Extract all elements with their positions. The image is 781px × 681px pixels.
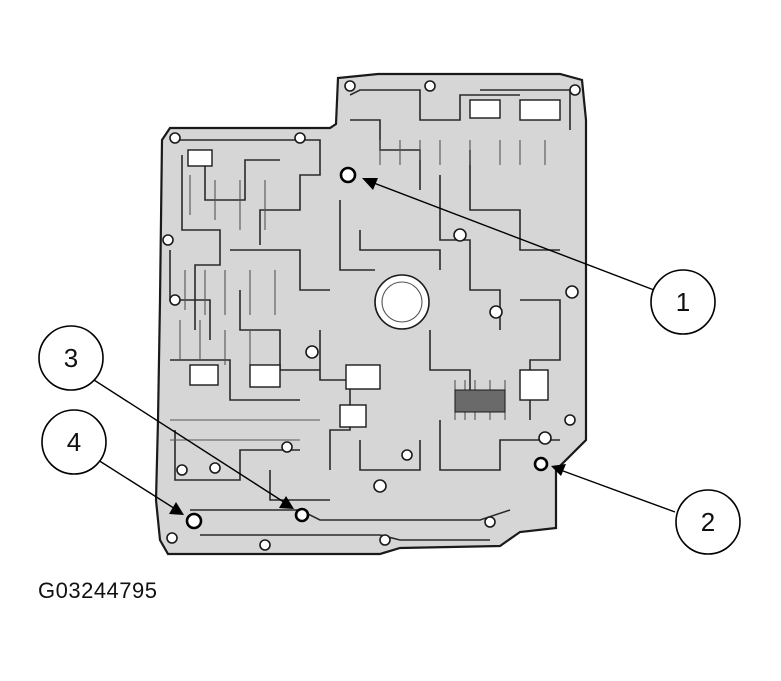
callout-1-label: 1 [676,287,690,317]
bolt-holes [162,80,581,551]
central-bore-inner [381,281,423,323]
callout-1: 1 [650,269,716,335]
arrowhead-1 [362,178,378,190]
arrowhead-3 [279,496,294,509]
callout-3-label: 3 [64,343,78,373]
callout-2-label: 2 [701,507,715,537]
valve-body-plate [154,72,588,556]
leader-lines [93,178,676,515]
location-marker-3 [294,507,310,523]
location-marker-4 [185,512,203,530]
callout-3: 3 [38,325,104,391]
figure-code: G03244795 [38,578,158,603]
callout-4: 4 [41,409,107,475]
arrowhead-4 [169,502,184,515]
callout-4-label: 4 [67,427,81,457]
callout-2: 2 [675,489,741,555]
arrowhead-2 [551,464,566,476]
location-marker-2 [533,456,549,472]
central-bore [374,274,430,330]
location-marker-1 [339,166,357,184]
valve-cavities [187,99,561,428]
